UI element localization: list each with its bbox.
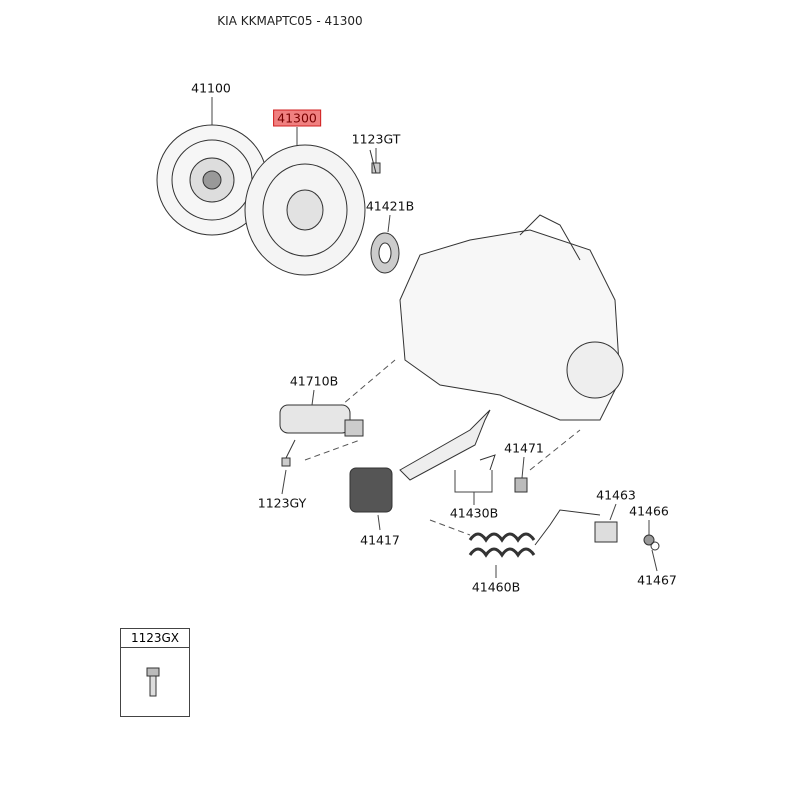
part-label-41421B[interactable]: 41421B [365,198,415,214]
clutch-cover-41300 [244,144,366,276]
part-label-41430B[interactable]: 41430B [449,505,499,521]
clip-41466 [643,534,655,546]
part-label-41466[interactable]: 41466 [629,503,669,519]
bolt-1123GT [369,149,381,174]
release-fork-41430B [399,409,496,481]
fitting-41471 [514,477,528,493]
hose-41460B [468,509,601,558]
part-label-41100[interactable]: 41100 [191,80,231,96]
diagram-title: KIA KKMAPTC05 - 41300 [217,14,363,28]
washer-41467 [650,541,660,551]
part-label-1123GT[interactable]: 1123GT [351,131,401,147]
bracket-41463 [594,521,618,543]
part-label-1123GX[interactable]: 1123GX [121,629,189,648]
part-label-41460B[interactable]: 41460B [471,579,521,595]
part-label-41463[interactable]: 41463 [596,487,636,503]
slave-cylinder-41710B [279,404,364,437]
part-label-41471[interactable]: 41471 [504,440,544,456]
boot-41417 [349,467,393,513]
legend-box-1123GX: 1123GX [120,628,190,717]
part-label-41300-highlighted[interactable]: 41300 [273,109,321,127]
part-label-41467[interactable]: 41467 [637,572,677,588]
transmission-housing [399,214,624,421]
clutch-disc-41100 [156,124,268,236]
part-label-1123GY[interactable]: 1123GY [257,495,307,511]
leader-lines [211,97,658,578]
bolt-1123GY [281,439,296,467]
part-label-41417[interactable]: 41417 [360,532,400,548]
release-bearing-41421B [370,232,400,274]
part-label-41710B[interactable]: 41710B [289,373,339,389]
bolt-1123GX-drawing [146,667,160,697]
